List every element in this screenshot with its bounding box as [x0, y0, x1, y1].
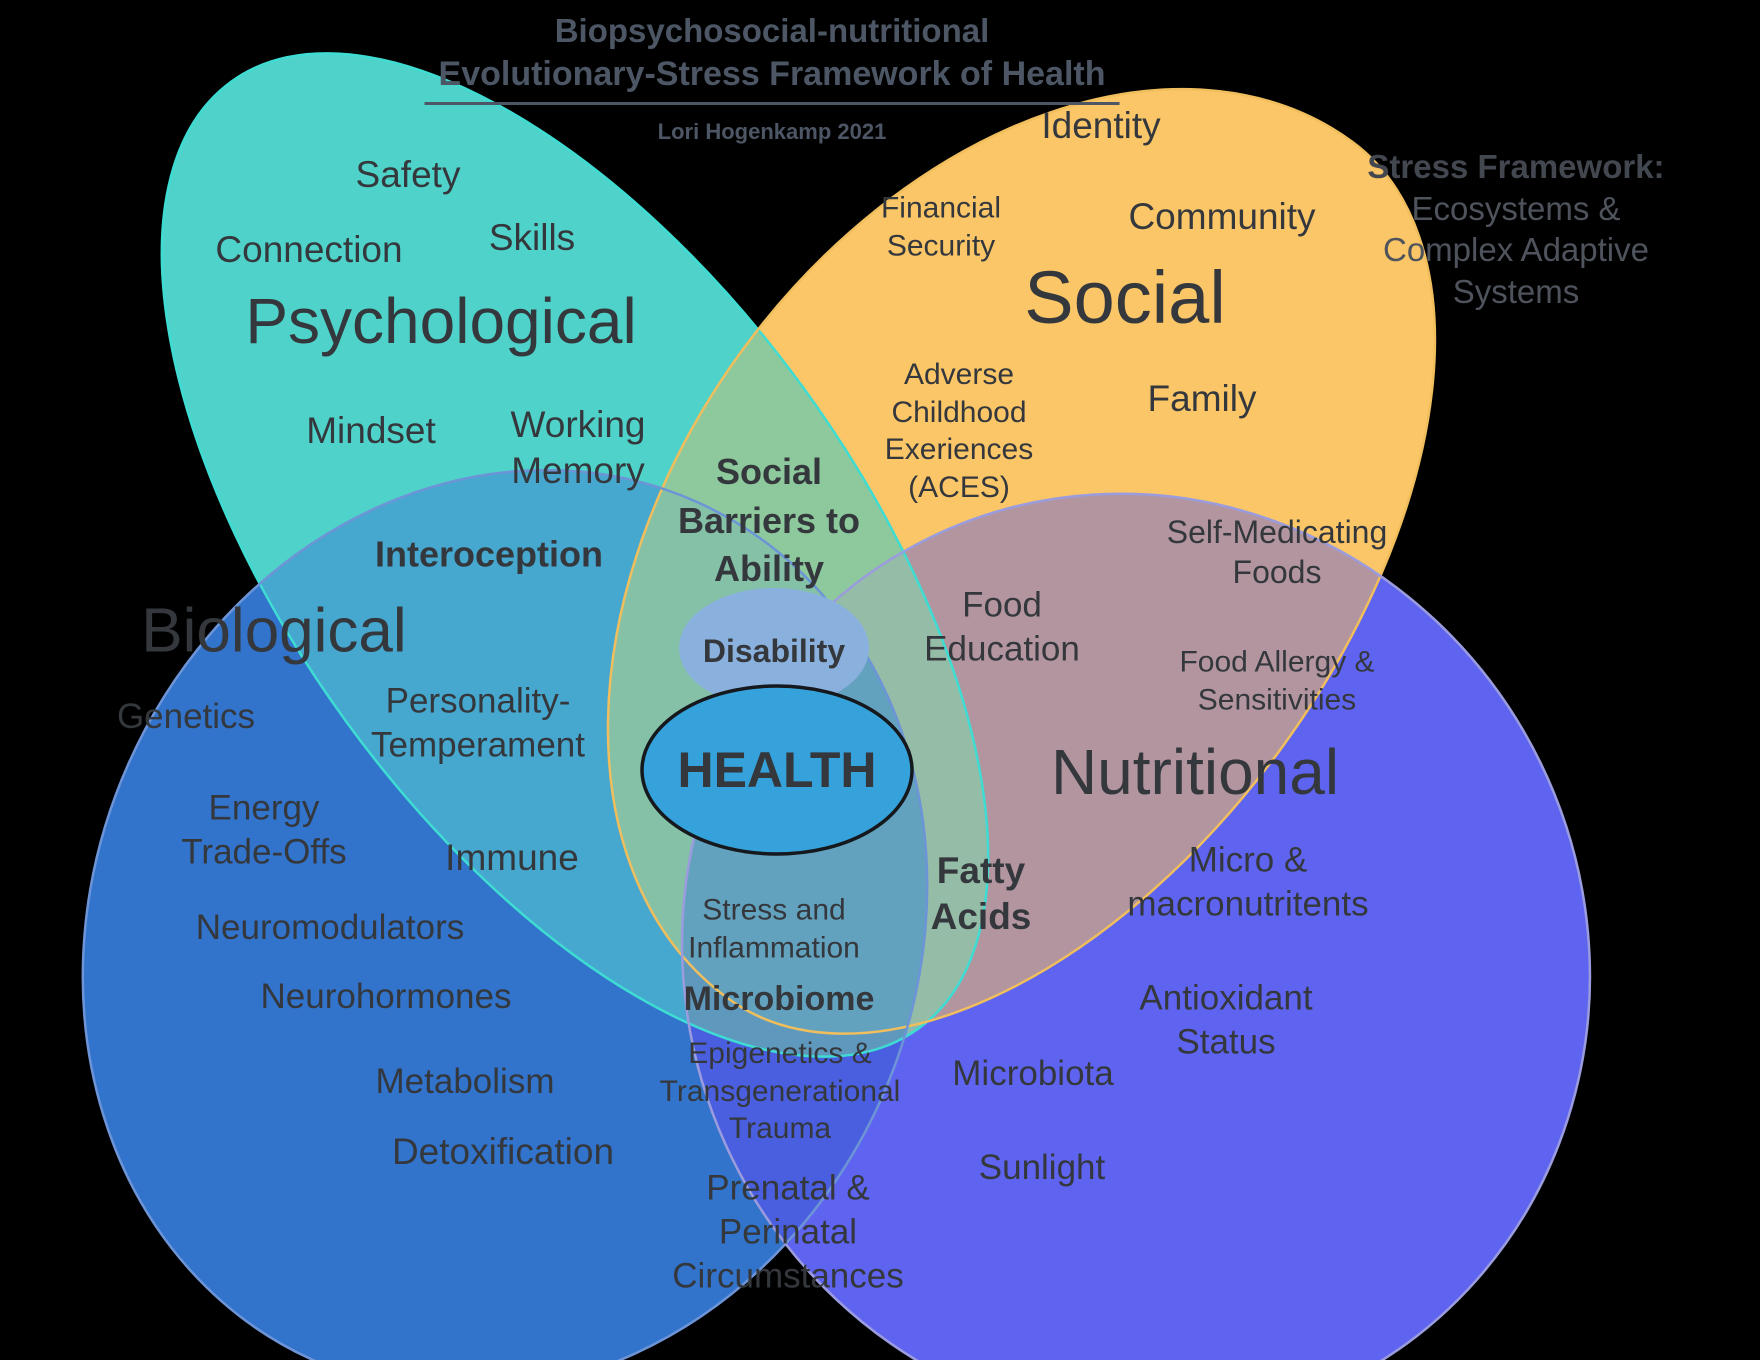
disability-ellipse — [679, 588, 869, 708]
title-block: Biopsychosocial-nutritional Evolutionary… — [424, 10, 1120, 145]
annotation-line3: Systems — [1452, 272, 1580, 310]
stress-framework-annotation: Stress Framework: Ecosystems & Complex A… — [1326, 146, 1706, 312]
title-line1: Biopsychosocial-nutritional — [554, 12, 990, 49]
annotation-line1: Ecosystems & — [1411, 189, 1621, 227]
social-outline — [606, 87, 1437, 1035]
annotation-line2: Complex Adaptive — [1383, 231, 1649, 269]
nutritional-outline — [680, 492, 1592, 1360]
annotation-heading: Stress Framework: — [1367, 148, 1665, 185]
health-ellipse — [640, 684, 914, 856]
psychological-outline — [160, 52, 990, 1058]
biological-outline — [81, 468, 929, 1360]
title-author: Lori Hogenkamp 2021 — [657, 118, 887, 144]
title-line2: Evolutionary-Stress Framework of Health — [424, 51, 1120, 105]
